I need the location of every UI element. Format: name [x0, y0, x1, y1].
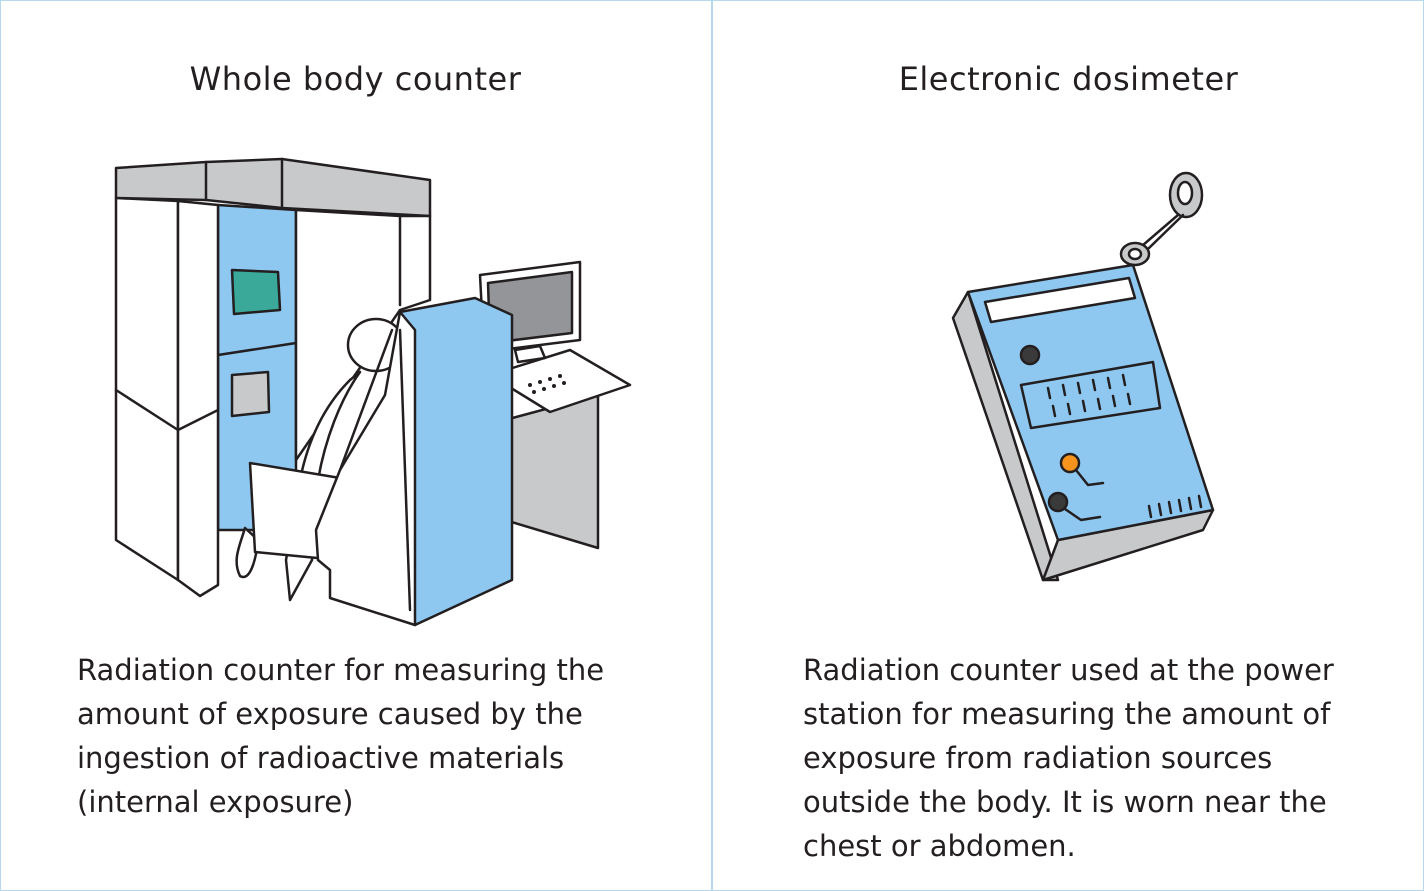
panel-title: Whole body counter [189, 60, 522, 98]
electronic-dosimeter-icon [951, 171, 1215, 582]
panel-divider [711, 0, 713, 891]
whole-body-counter-icon [114, 157, 632, 627]
panel-whole-body-counter: Whole body counter [0, 0, 711, 891]
panel-description: Radiation counter for measuring the amou… [77, 653, 605, 819]
panel-electronic-dosimeter: Electronic dosimeter [713, 0, 1424, 891]
panel-description: Radiation counter used at the power stat… [803, 653, 1334, 863]
panel-title: Electronic dosimeter [898, 60, 1239, 98]
